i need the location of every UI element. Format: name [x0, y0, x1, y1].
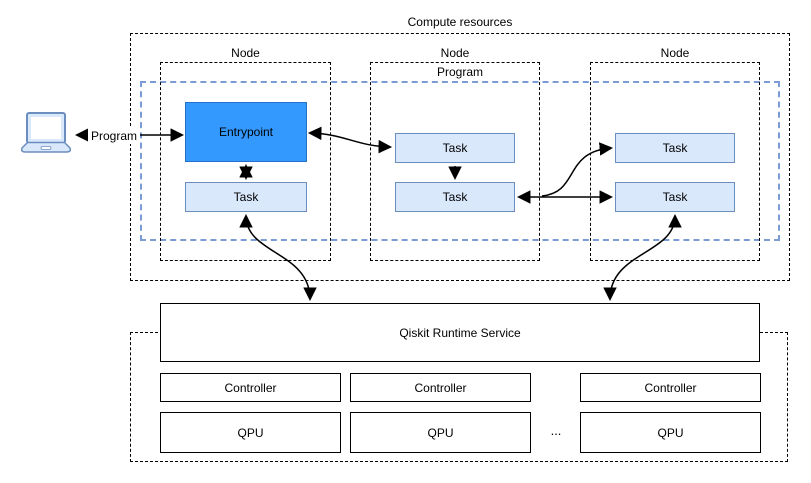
entrypoint-box: Entrypoint: [185, 102, 307, 162]
program-container: [140, 81, 780, 241]
task-box-node3-bottom: Task: [615, 182, 735, 212]
controller-box-1: Controller: [160, 373, 341, 402]
node-label-3: Node: [660, 46, 690, 60]
qpu-box-2: QPU: [350, 412, 531, 453]
controller-box-2: Controller: [350, 373, 531, 402]
task-box-node3-top: Task: [615, 133, 735, 163]
node-label-1: Node: [231, 46, 260, 60]
node-label-2: Node: [440, 46, 470, 60]
compute-resources-title: Compute resources: [407, 15, 513, 29]
task-box-node1: Task: [185, 182, 307, 212]
program-container-label: Program: [436, 65, 483, 79]
client-program-arrow-label: Program: [88, 128, 141, 144]
qpu-box-1: QPU: [160, 412, 341, 453]
controller-box-3: Controller: [580, 373, 761, 402]
ellipsis-label: ...: [550, 423, 562, 438]
laptop-icon: [20, 112, 72, 153]
node-container-2: [370, 62, 540, 261]
task-box-node2-top: Task: [395, 133, 515, 163]
task-box-node2-bottom: Task: [395, 182, 515, 212]
compute-resources-container: [130, 33, 790, 281]
qiskit-runtime-service-box: Qiskit Runtime Service: [160, 303, 760, 362]
qpu-box-3: QPU: [580, 412, 761, 453]
